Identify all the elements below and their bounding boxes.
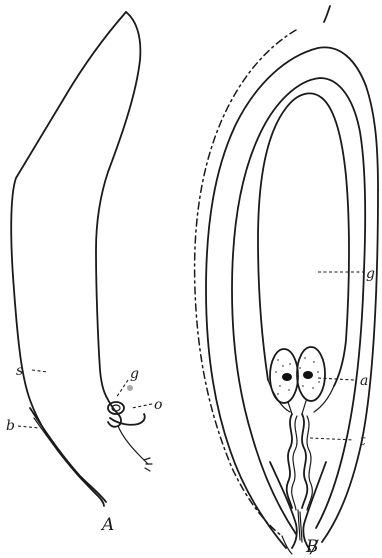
panel-b-stem xyxy=(324,6,330,22)
panel-b-pollen-tube-right xyxy=(302,414,307,508)
panel-a-label-s: s xyxy=(16,363,23,379)
panel-b-pollen-tube-right-2 xyxy=(307,416,312,510)
panel-a-bract xyxy=(30,408,106,502)
panel-b: g a t B xyxy=(195,6,378,557)
panel-a-leader-s xyxy=(32,370,48,372)
panel-b-micropyle-center xyxy=(298,510,302,542)
panel-b-middle-integument xyxy=(232,78,365,534)
panel-b-micropyle-left xyxy=(270,462,297,548)
panel-b-label-t: t xyxy=(360,433,366,449)
panel-a: s b g o A xyxy=(6,12,162,535)
panel-a-funicle xyxy=(118,426,148,464)
panel-b-pollen-tube-left xyxy=(287,414,292,508)
panel-b-title: B xyxy=(305,537,319,557)
panel-b-label-a: a xyxy=(360,373,368,389)
panel-a-leader-b xyxy=(18,426,40,428)
panel-a-ovule-base xyxy=(110,414,145,425)
panel-a-label-b: b xyxy=(6,418,15,434)
panel-a-label-o: o xyxy=(154,397,162,413)
panel-a-label-g: g xyxy=(130,366,139,382)
panel-b-outer-right xyxy=(322,190,378,542)
panel-a-gray-dot xyxy=(127,385,133,391)
panel-b-pollen-tube-left-2 xyxy=(292,416,297,510)
panel-a-body-right xyxy=(96,12,140,396)
panel-a-leader-o xyxy=(132,404,152,408)
panel-b-nucleus-left xyxy=(282,373,292,381)
panel-b-label-g: g xyxy=(366,266,375,282)
panel-a-title: A xyxy=(100,515,114,535)
panel-a-leader-g xyxy=(116,380,128,398)
panel-a-funicle-tip xyxy=(144,458,152,471)
panel-a-body-outline xyxy=(11,12,126,506)
panel-b-archegonium-necks xyxy=(288,401,306,414)
panel-b-nucleus-right xyxy=(303,371,313,379)
panel-b-embryo-sac xyxy=(258,93,349,386)
